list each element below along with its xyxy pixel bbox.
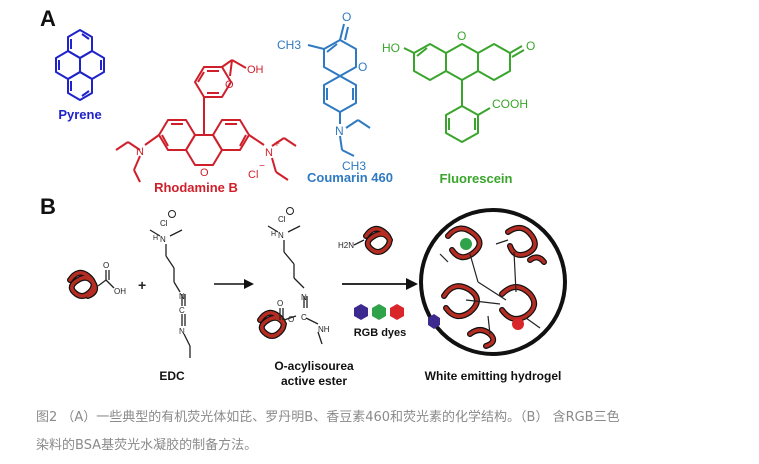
fluorescein-ring-o-label: O [457,29,466,43]
pyrene-label: Pyrene [58,107,101,122]
reaction-arrow-1 [214,279,254,289]
figure: A Pyrene [40,6,567,388]
edc-label: EDC [159,369,185,383]
ester-protein-icon [257,309,287,339]
rhodamine-b-structure [115,59,297,183]
fluorescein-label: Fluorescein [440,171,513,186]
hydrogel-label: White emitting hydrogel [425,369,562,383]
dye-hexagon-green-icon [372,304,386,320]
ester-c-label: C [301,313,307,322]
reaction-arrow-2 [342,278,418,290]
fluorescein-ho-label: HO [382,41,400,55]
rhodamine-plus-label: + [274,139,280,150]
panel-a-label: A [40,6,56,31]
rhodamine-minus-label: − [259,161,265,172]
rhodamine-carbonyl-o-label: O [225,79,234,91]
rhodamine-chloride-label: Cl [248,169,258,181]
dye-hexagon-blue-icon [354,304,368,320]
edc-chloride-label: Cl [160,219,168,228]
coumarin-ch3-top-label: CH3 [277,38,301,52]
ester-nh-label: NH [318,325,330,334]
coumarin-ch3-bottom-label: CH3 [342,159,366,173]
rhodamine-oh-label: OH [247,64,264,76]
dye-hexagon-red-icon [390,304,404,320]
ester-o-bridge-label: O [288,315,294,324]
edc-n-plus-label: N [160,235,166,244]
rhodamine-n-left-label: N [136,146,144,158]
ester-chloride-label: Cl [278,215,286,224]
coumarin-460-structure [307,23,371,157]
figure-caption: 图2 （A）一些典型的有机荧光体如芘、罗丹明B、香豆素460和荧光素的化学结构。… [36,404,736,460]
ester-label-line2: active ester [281,374,347,388]
edc-c-label: C [179,306,185,315]
rgb-dyes-label: RGB dyes [354,327,407,339]
ester-o-carbonyl-label: O [277,299,283,308]
plus-sign: + [138,277,146,293]
ester-n-label: N [301,293,307,302]
carboxyl-group [97,270,115,289]
carboxyl-o-label: O [103,261,109,270]
caption-line-1: 图2 （A）一些典型的有机荧光体如芘、罗丹明B、香豆素460和荧光素的化学结构。… [36,410,620,425]
rhodamine-ring-o-label: O [200,167,209,179]
pyrene-structure [55,29,105,101]
carboxyl-oh-label: OH [114,287,126,296]
ester-h-label: H [271,231,276,238]
fluorescein-keto-o-label: O [526,39,535,53]
coumarin-ring-o-label: O [358,60,367,74]
fluorescein-cooh-label: COOH [492,97,528,111]
ester-n-plus-label: N [278,231,284,240]
fluorescein-structure [403,43,525,143]
caption-line-2: 染料的BSA基荧光水凝胶的制备方法。 [36,438,258,453]
edc-n-top-label: N [179,292,185,301]
ester-label-line1: O-acylisourea [274,359,354,373]
amine-protein-icon [363,225,393,255]
panel-b-label: B [40,194,56,219]
edc-h-label: H [153,235,158,242]
edc-structure [149,229,191,358]
hydrogel-network [419,208,567,356]
coumarin-n-label: N [335,124,344,138]
amine-h2n-label: H2N [338,241,354,250]
ester-chloride-minus-icon [286,207,294,215]
bsa-protein-icon [67,269,99,299]
amine-bond [353,239,365,246]
active-ester-structure [267,225,323,345]
rhodamine-label: Rhodamine B [154,180,238,195]
edc-chloride-minus-icon [168,210,176,218]
coumarin-carbonyl-o-label: O [342,10,351,24]
rhodamine-n-right-label: N [265,147,273,159]
coumarin-460-label: Coumarin 460 [307,170,393,185]
edc-n-bottom-label: N [179,327,185,336]
